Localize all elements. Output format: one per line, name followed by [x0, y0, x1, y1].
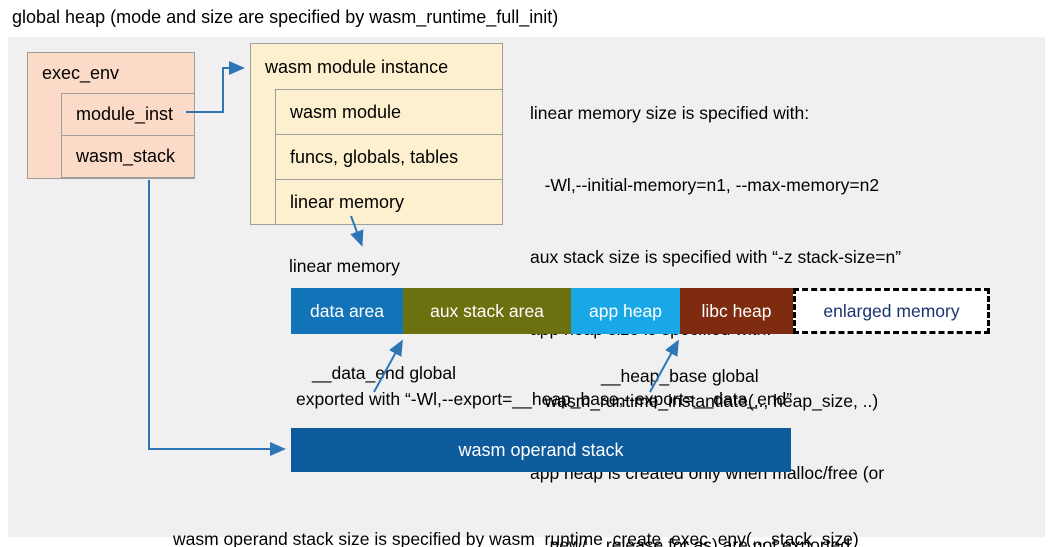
segment-data-area: data area: [291, 288, 403, 334]
data-end-global-label: __data_end global: [312, 363, 457, 383]
module-instance-row-wasm-module: wasm module: [275, 89, 502, 135]
operand-stack-notes: wasm operand stack size is specified by …: [173, 482, 859, 547]
exec-env-box: exec_env module_inst wasm_stack: [27, 52, 195, 179]
module-instance-header: wasm module instance: [265, 56, 449, 77]
exec-env-row-module-inst: module_inst: [61, 93, 194, 136]
segment-app-heap: app heap: [571, 288, 680, 334]
note-line: aux stack size is specified with “-z sta…: [530, 247, 902, 267]
note-line: wasm_runtime_instantiate(.., heap_size, …: [530, 391, 879, 411]
note-line: linear memory size is specified with:: [530, 103, 810, 123]
footer-line: wasm operand stack size is specified by …: [173, 529, 859, 547]
note-line: -Wl,--initial-memory=n1, --max-memory=n2: [530, 175, 880, 195]
note-line: __new/__release for as) are not exported: [530, 535, 851, 547]
module-instance-row-funcs-globals-tables: funcs, globals, tables: [275, 134, 502, 180]
linear-memory-label: linear memory: [289, 256, 400, 276]
wasm-operand-stack-bar: wasm operand stack: [291, 428, 791, 472]
exported-with-label: exported with “-Wl,--export=__heap_base,…: [296, 389, 793, 409]
heap-base-global-label: __heap_base global: [601, 366, 759, 386]
segment-libc-heap: libc heap: [680, 288, 793, 334]
exec-env-header: exec_env: [42, 63, 120, 83]
diagram-title: global heap (mode and size are specified…: [12, 7, 559, 27]
module-instance-row-linear-memory: linear memory: [275, 179, 502, 225]
segment-aux-stack-area: aux stack area: [403, 288, 571, 334]
module-instance-box: wasm module instance wasm module funcs, …: [250, 43, 503, 225]
exec-env-row-wasm-stack: wasm_stack: [61, 135, 194, 178]
segment-enlarged-memory: enlarged memory: [793, 288, 990, 334]
